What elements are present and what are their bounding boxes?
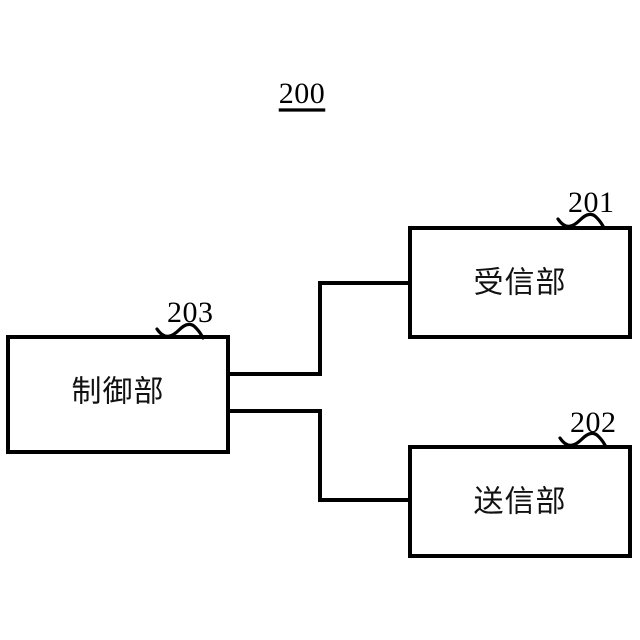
reference-numeral-203: 203 [167, 296, 214, 329]
block-receiver-rect[interactable] [408, 226, 632, 339]
reference-numeral-202-group: 202 [558, 406, 617, 449]
reference-numeral-201: 201 [568, 186, 615, 219]
leader-line-203 [155, 322, 205, 340]
block-transmitter-label: 送信部 [474, 485, 567, 520]
block-transmitter-rect[interactable] [408, 445, 632, 558]
block-transmitter[interactable]: 送信部 [408, 445, 632, 558]
figure-number-label: 200 [279, 77, 326, 110]
block-receiver-label: 受信部 [474, 266, 567, 301]
connector-controller-to-transmitter [228, 409, 410, 502]
block-receiver[interactable]: 受信部 [408, 226, 632, 339]
connector-controller-to-receiver [228, 281, 410, 376]
block-controller-label: 制御部 [72, 375, 165, 410]
reference-numeral-202: 202 [570, 406, 617, 439]
block-controller[interactable]: 制御部 [6, 335, 230, 454]
figure-number-group: 200 [278, 77, 326, 112]
block-controller-rect[interactable] [6, 335, 230, 454]
leader-line-201 [556, 212, 606, 230]
reference-numeral-203-group: 203 [155, 296, 214, 340]
leader-line-202 [558, 431, 608, 449]
reference-numeral-201-group: 201 [556, 186, 615, 230]
